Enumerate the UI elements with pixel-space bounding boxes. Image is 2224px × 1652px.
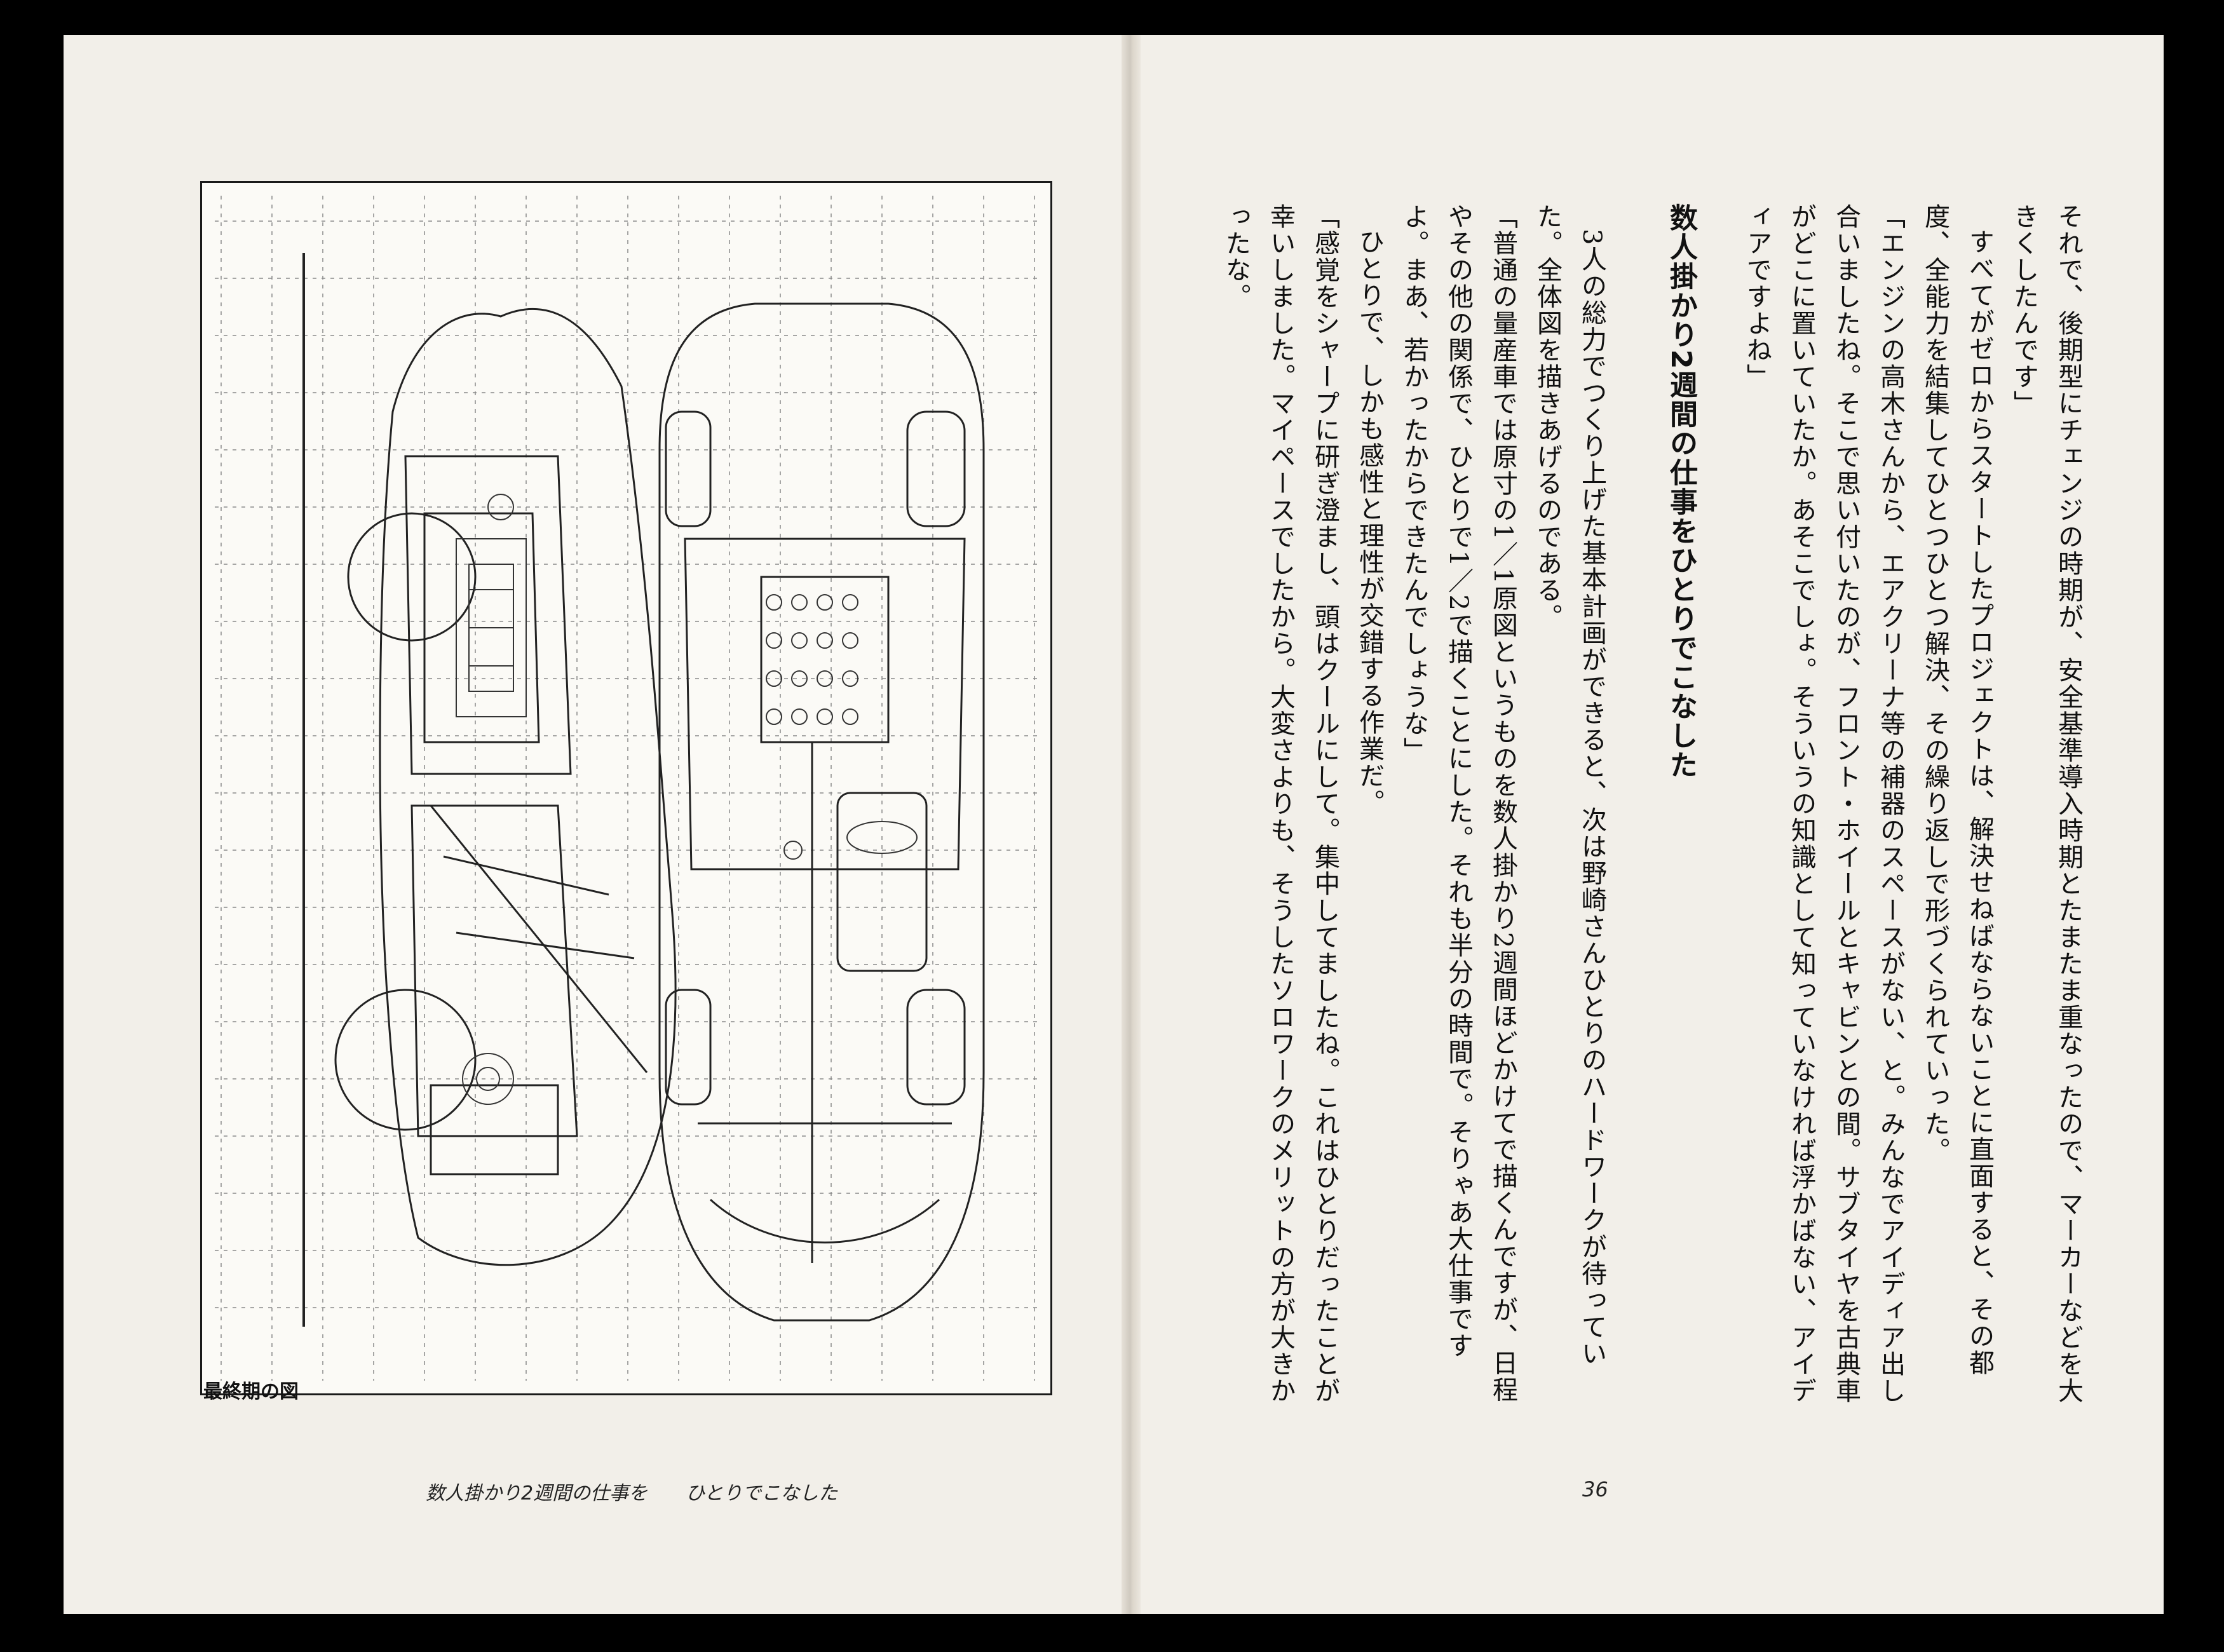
paragraph: すべてがゼロからスタートしたプロジェクトは、解決せねばならないことに直面すると、… — [1920, 203, 1994, 1376]
technical-drawing — [200, 181, 1052, 1395]
running-title: 数人掛かり2週間の仕事を ひとりでこなした — [426, 1482, 838, 1505]
right-page — [1134, 35, 2164, 1614]
body-text: それで、後期型にチェンジの時期が、安全基準導入時期とたまたま重なったので、マーカ… — [1176, 203, 2091, 1411]
paragraph: 「普通の量産車では原寸の1／1原図というものを数人掛かり2週間ほどかけてで描くん… — [1399, 203, 1517, 1404]
section-heading: 数人掛かり2週間の仕事をひとりでこなした — [1665, 203, 1697, 780]
book-gutter — [1122, 35, 1141, 1614]
paragraph: 「感覚をシャープに研ぎ澄まし、頭はクールにして。集中してましたね。これはひとりだ… — [1221, 203, 1339, 1404]
paragraph: 3人の総力でつくり上げた基本計画ができると、次は野崎さんひとりのハードワークが待… — [1533, 203, 1606, 1367]
paragraph: ひとりで、しかも感性と理性が交錯する作業だ。 — [1355, 229, 1384, 816]
paragraph: 「エンジンの高木さんから、エアクリーナ等の補器のスペースがない、と。みんなでアイ… — [1742, 203, 1905, 1404]
figure-caption: 最終期の図 — [203, 1381, 299, 1403]
page-number: 36 — [1582, 1477, 1608, 1501]
car-blueprint-image — [215, 196, 1038, 1381]
paragraph: それで、後期型にチェンジの時期が、安全基準導入時期とたまたま重なったので、マーカ… — [2009, 203, 2083, 1404]
